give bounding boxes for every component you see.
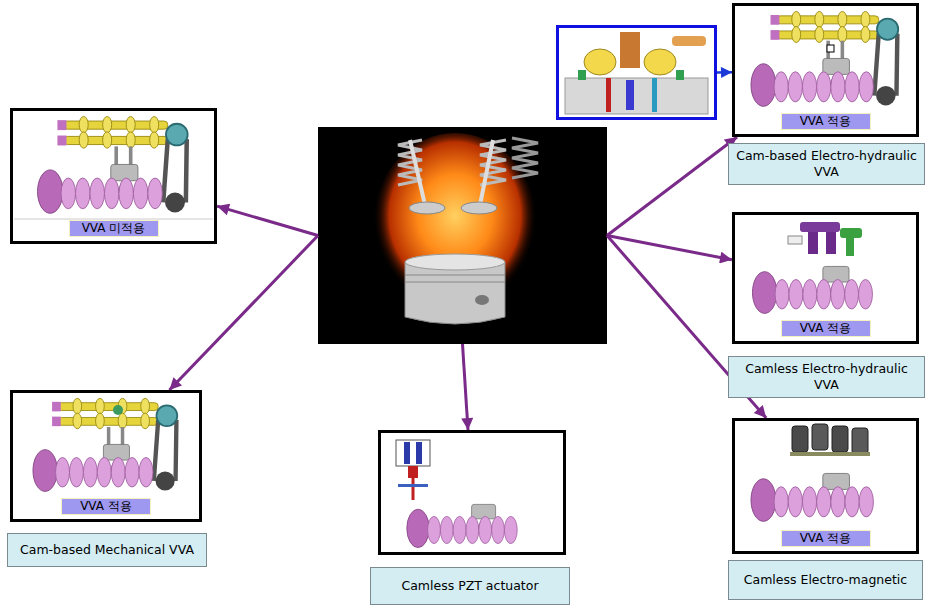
connector-arrow [607,137,737,236]
hydraulic-piston [408,466,418,478]
caption-text: Cam-based Mechanical VVA [20,542,194,558]
crank-assembly [752,266,872,313]
em-actuator [812,424,828,450]
valve-head [461,202,497,214]
detail-marker [827,45,834,52]
crank-assembly [407,504,517,547]
actuator [808,232,818,254]
hydraulic-unit [620,32,640,68]
piston-crown [405,254,505,270]
image-box: VVA 미적용 [10,108,217,244]
actuator-rail [800,222,840,232]
valve-stem [480,140,493,205]
crank-assembly [38,164,163,213]
valve-stem [652,78,657,112]
connector-arrow [463,344,469,430]
supply-line [788,236,802,244]
image-ground [378,430,566,555]
engine-image [318,127,607,344]
status-label: VVA 적용 [781,320,871,337]
caption-box: Cam-based Electro-hydraulic VVA [728,143,925,185]
valve-head [409,202,445,214]
actuator [826,232,836,254]
image-box: VVA 적용 [732,418,919,554]
solenoid [672,36,706,46]
em-actuator [852,428,868,454]
valve-stem [412,478,415,500]
armature-plate [790,452,870,456]
crank-assembly [751,473,873,521]
valve-spring [512,138,538,178]
valve-seat [398,484,428,487]
caption-box: Camless Electro-magnetic [728,560,923,600]
inset-image [556,25,717,120]
image-ground [556,25,717,120]
pzt-actuator [396,440,430,500]
image-ground [732,212,919,344]
image-ground [732,418,919,554]
connector-arrow [169,236,318,391]
image-ground [732,3,919,137]
em-actuator [792,426,808,452]
tappet [676,70,684,80]
image-box [378,430,566,555]
actuator-frame [396,440,430,466]
actuator [846,238,854,256]
caption-text: Camless Electro-magnetic [744,572,907,588]
caption-text: Camless PZT actuator [401,578,538,594]
em-actuator [832,426,848,452]
status-label: VVA 적용 [781,530,871,547]
pzt-stack [404,442,410,464]
piston-ring [405,282,505,283]
status-label: VVA 적용 [61,498,151,515]
status-label: VVA 적용 [781,113,871,130]
connector-arrow [217,206,318,235]
engine-illustration [318,127,607,344]
head-block [565,78,708,114]
image-box: VVA 적용 [10,390,202,522]
piston [405,262,505,324]
caption-box: Camless Electro-hydraulic VVA [728,356,925,398]
em-actuators [790,424,870,456]
piston-pin [475,295,489,305]
crank-assembly [33,444,153,491]
image-box: VVA 적용 [732,3,919,137]
connector-arrow [717,71,732,74]
image-box: VVA 적용 [732,212,919,344]
engine-background [318,127,607,344]
cylinder-head-section [565,32,708,114]
caption-box: Cam-based Mechanical VVA [7,533,207,567]
piston-ring [405,275,505,276]
cam [644,49,676,75]
valve-block [840,228,862,238]
status-label: VVA 미적용 [69,220,159,237]
phaser [113,405,123,415]
caption-box: Camless PZT actuator [370,567,570,605]
valve-stem [606,78,611,112]
image-ground [10,108,217,244]
caption-text: Cam-based Electro-hydraulic VVA [733,148,920,180]
injector [626,80,634,110]
caption-text: Camless Electro-hydraulic VVA [733,361,920,393]
cam [584,49,616,75]
hydraulic-actuators [788,222,862,256]
tappet [578,70,586,80]
crank-assembly [751,58,873,106]
pzt-stack [416,442,422,464]
valve-stem [410,140,425,205]
image-ground [10,390,202,522]
